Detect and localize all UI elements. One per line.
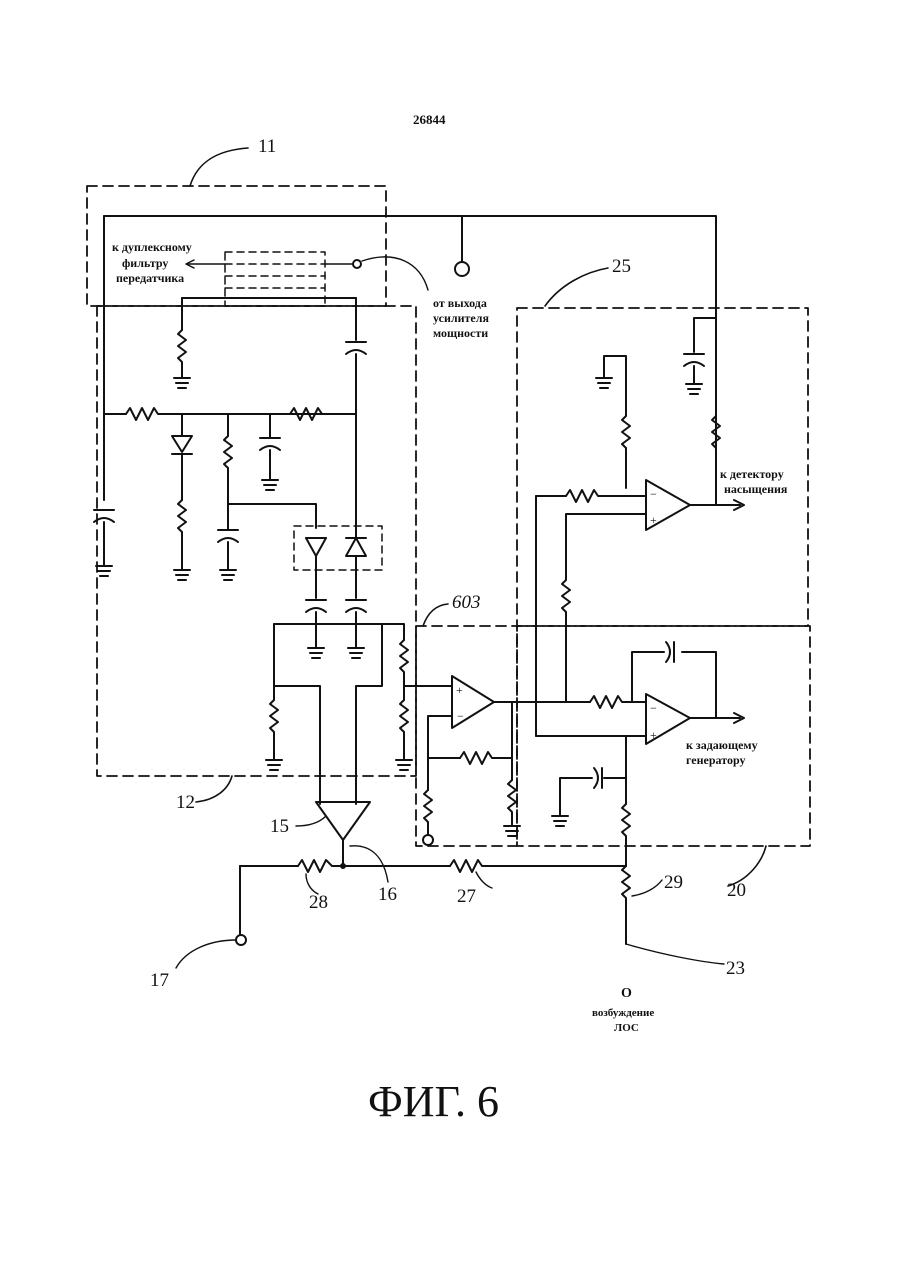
ground-8 <box>266 760 282 770</box>
svg-text:+: + <box>650 513 657 527</box>
leader-25 <box>545 268 608 306</box>
ref-20: 20 <box>727 880 746 902</box>
label-excitation-2: возбуждение <box>592 1006 654 1020</box>
ground-6 <box>308 648 324 658</box>
ref-16: 16 <box>378 884 397 906</box>
input-terminal <box>455 262 469 276</box>
capacitor-coupler <box>346 342 366 414</box>
label-to-master-gen-1: к задающему <box>686 738 758 752</box>
label-to-duplex-filter-3: передатчика <box>116 271 184 285</box>
resistor-25-top <box>604 356 630 448</box>
ground-9 <box>396 760 412 770</box>
resistor-fb-603 <box>460 752 512 764</box>
resistor-coupler-term <box>178 330 186 378</box>
label-to-detector-2: насыщения <box>724 482 787 496</box>
figure-caption: ФИГ. 6 <box>368 1076 499 1127</box>
ground-2 <box>174 570 190 580</box>
ref-12: 12 <box>176 792 195 814</box>
label-excitation-3: ЛОС <box>614 1021 639 1035</box>
label-to-master-gen-2: генератору <box>686 753 745 767</box>
ref-11: 11 <box>258 136 276 158</box>
terminal-603 <box>423 835 433 845</box>
label-from-amp-1: от выхода <box>433 296 487 310</box>
label-to-duplex-filter-2: фильтру <box>122 256 168 270</box>
resistor-25-vert <box>562 514 646 702</box>
ground-4 <box>262 480 278 490</box>
module-12-box <box>97 306 416 776</box>
ref-27: 27 <box>457 886 476 908</box>
resistor-left-load <box>270 686 278 760</box>
leader-16 <box>350 846 388 882</box>
ground-3 <box>220 570 236 580</box>
ground-12 <box>596 378 612 388</box>
ref-25: 25 <box>612 256 631 278</box>
resistor-20-out <box>622 804 630 866</box>
detector-diode-2 <box>306 538 326 598</box>
leader-23 <box>626 944 724 964</box>
capacitor-filter <box>260 414 280 480</box>
leader-29 <box>632 880 662 896</box>
leader-28 <box>306 874 318 894</box>
resistor-603-gnd <box>508 780 516 826</box>
ground-1 <box>174 378 190 388</box>
label-from-amp-2: усилителя <box>433 311 489 325</box>
resistor-25-right <box>712 416 720 505</box>
ground-13 <box>686 384 702 394</box>
resistor-bias <box>224 414 232 530</box>
patent-number: 26844 <box>413 112 446 128</box>
ref-15: 15 <box>270 816 289 838</box>
svg-text:−: − <box>457 709 464 723</box>
resistor-27 <box>450 860 626 872</box>
resistor-28 <box>298 860 450 872</box>
svg-text:+: + <box>456 683 463 697</box>
ref-17: 17 <box>150 970 169 992</box>
ground-7 <box>348 648 364 658</box>
leader-17 <box>176 940 236 968</box>
svg-text:−: − <box>650 487 657 501</box>
ref-603: 603 <box>452 592 481 614</box>
ref-29: 29 <box>664 872 683 894</box>
label-from-amp-3: мощности <box>433 326 488 340</box>
comparator-15 <box>316 802 370 840</box>
leader-from-amp <box>362 257 428 290</box>
leader-11 <box>190 148 248 186</box>
svg-text:−: − <box>650 701 657 715</box>
leader-27 <box>476 872 492 888</box>
capacitor-integrator <box>666 642 674 662</box>
leader-12 <box>196 776 232 802</box>
dual-diode-package <box>294 526 382 570</box>
label-excitation-1: О <box>621 986 632 1002</box>
resistor-29 <box>622 866 630 944</box>
capacitor-25 <box>684 354 704 384</box>
resistor-in-20 <box>590 696 646 708</box>
terminal-17 <box>236 935 246 945</box>
resistor-25-in <box>566 490 646 502</box>
detector-diode-1 <box>172 414 192 570</box>
label-to-duplex-filter-1: к дуплексному <box>112 240 192 254</box>
ground-5 <box>96 566 112 576</box>
capacitor-20 <box>594 768 602 788</box>
label-to-detector-1: к детектору <box>720 467 784 481</box>
leader-15 <box>296 816 326 826</box>
resistor-603-in <box>424 790 432 834</box>
svg-text:+: + <box>650 728 657 742</box>
ref-28: 28 <box>309 892 328 914</box>
ref-23: 23 <box>726 958 745 980</box>
leader-603 <box>423 604 448 626</box>
resistor-div-2 <box>400 686 408 760</box>
resistor-div-1 <box>400 640 408 686</box>
capacitor-bias <box>218 530 238 570</box>
ground-11 <box>552 816 568 826</box>
